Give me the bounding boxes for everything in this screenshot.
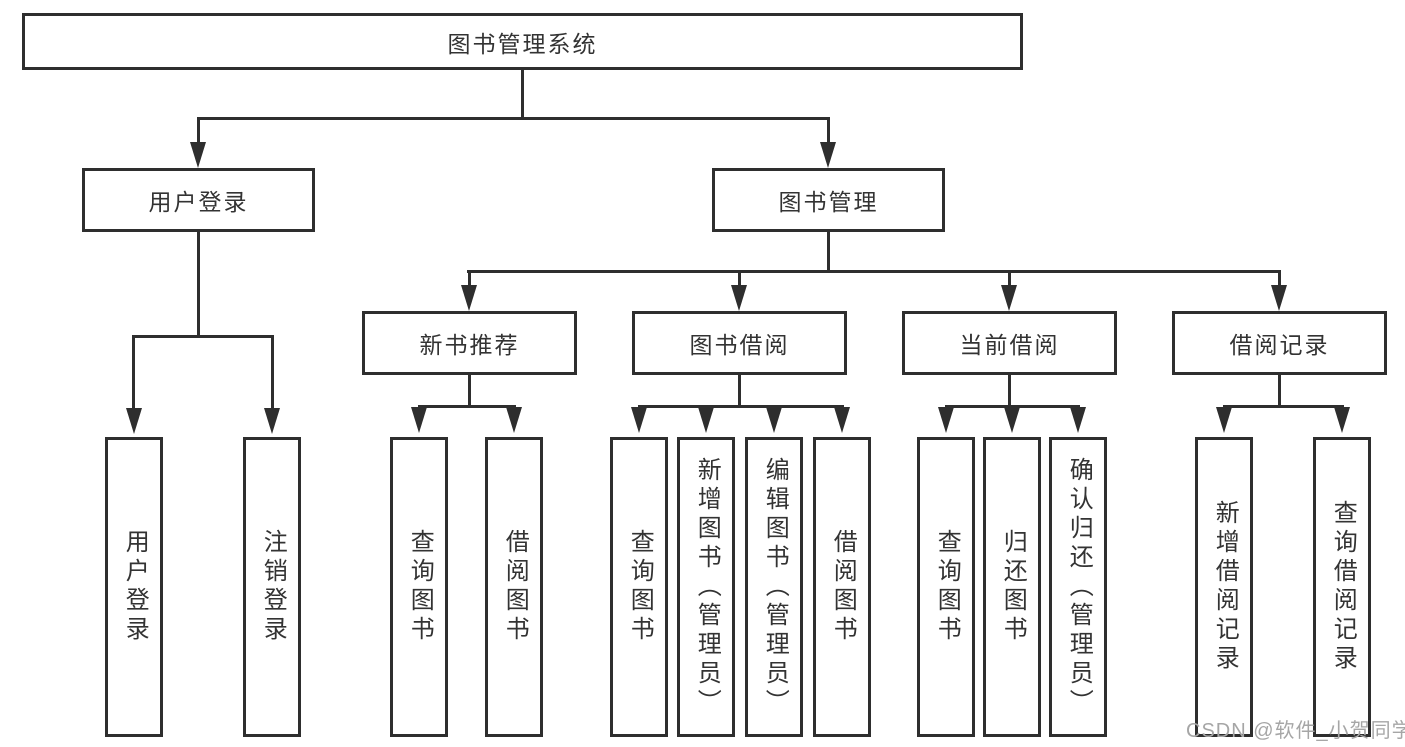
connector-line [197,232,200,338]
connector-line [521,70,524,119]
arrow-down-icon [1001,285,1017,311]
watermark: CSDN @软件_小贺同学 [1186,720,1405,742]
connector-line [1008,375,1011,408]
connector-line [132,335,274,338]
arrow-down-icon [834,407,850,433]
leaf-return-books: 归还图书 [983,437,1041,737]
leaf-query-books-recommend: 查询图书 [390,437,448,737]
arrow-down-icon [411,407,427,433]
arrow-down-icon [264,408,280,434]
connector-line [197,117,829,120]
connector-line [467,270,1281,273]
leaf-query-books-borrow: 查询图书 [610,437,668,737]
leaf-logout: 注销登录 [243,437,301,737]
node-borrowing-records: 借阅记录 [1172,311,1387,375]
connector-line [738,375,741,408]
connector-line [738,270,741,288]
node-root: 图书管理系统 [22,13,1023,70]
arrow-down-icon [1070,407,1086,433]
connector-line [468,375,471,408]
connector-line [271,335,274,412]
arrow-down-icon [731,285,747,311]
node-book-management: 图书管理 [712,168,945,232]
connector-line [1278,375,1281,408]
leaf-borrow-books: 借阅图书 [813,437,871,737]
leaf-add-borrow-record: 新增借阅记录 [1195,437,1253,737]
leaf-user-login: 用户登录 [105,437,163,737]
connector-line [638,405,844,408]
arrow-down-icon [1271,285,1287,311]
leaf-confirm-return-admin: 确认归还（管理员） [1049,437,1107,737]
arrow-down-icon [461,285,477,311]
arrow-down-icon [126,408,142,434]
connector-line [418,405,516,408]
leaf-query-borrow-record: 查询借阅记录 [1313,437,1371,737]
arrow-down-icon [938,407,954,433]
leaf-edit-book-admin: 编辑图书（管理员） [745,437,803,737]
arrow-down-icon [631,407,647,433]
arrow-down-icon [1004,407,1020,433]
arrow-down-icon [1216,407,1232,433]
connector-line [945,405,1080,408]
node-current-borrowing: 当前借阅 [902,311,1117,375]
arrow-down-icon [698,407,714,433]
connector-line [1278,270,1281,288]
arrow-down-icon [190,142,206,168]
connector-line [197,117,200,146]
connector-line [468,270,471,288]
connector-line [1223,405,1344,408]
arrow-down-icon [506,407,522,433]
node-new-book-recommend: 新书推荐 [362,311,577,375]
node-book-borrowing: 图书借阅 [632,311,847,375]
connector-line [827,117,830,146]
connector-line [827,232,830,273]
leaf-borrow-books-recommend: 借阅图书 [485,437,543,737]
arrow-down-icon [1334,407,1350,433]
leaf-query-books-current: 查询图书 [917,437,975,737]
arrow-down-icon [766,407,782,433]
arrow-down-icon [820,142,836,168]
leaf-add-book-admin: 新增图书（管理员） [677,437,735,737]
connector-line [1008,270,1011,288]
connector-line [132,335,135,412]
node-user-login: 用户登录 [82,168,315,232]
